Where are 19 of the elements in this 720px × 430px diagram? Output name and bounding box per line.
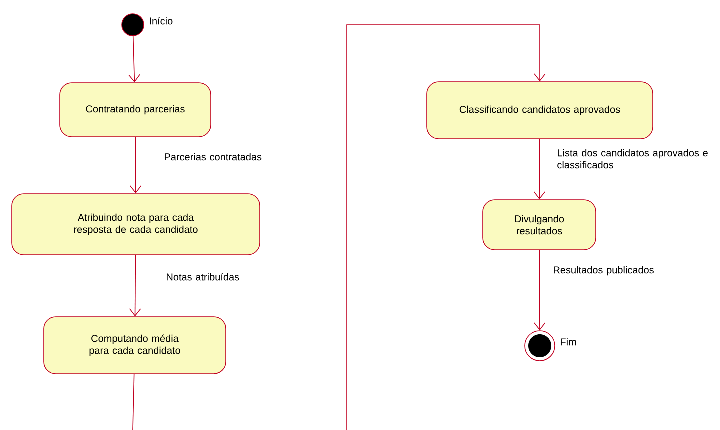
activity-box: Computando média para cada candidato xyxy=(44,316,226,374)
activity-box: Atribuindo nota para cada resposta de cada candidato xyxy=(12,194,260,256)
edge-label: Resultados publicados xyxy=(554,266,654,276)
activity-box: Divulgando resultados xyxy=(482,200,596,250)
arrow xyxy=(130,136,142,194)
edge-label: Lista dos candidatos aprovados e classificados xyxy=(558,149,708,169)
arrow xyxy=(534,250,546,331)
activity-box: Classificando candidatos aprovados xyxy=(426,82,654,140)
final-node xyxy=(524,330,556,362)
arrow xyxy=(129,254,142,317)
arrow xyxy=(534,138,546,200)
node-label: Início xyxy=(150,17,173,25)
edge-label: Notas atribuídas xyxy=(167,273,240,281)
edge-label: Parcerias contratadas xyxy=(165,153,262,161)
node-label: Fim xyxy=(561,338,576,346)
arrow xyxy=(346,24,546,430)
arrow xyxy=(128,36,140,83)
initial-node xyxy=(122,14,144,36)
activity-box: Contratando parcerias xyxy=(60,82,212,138)
